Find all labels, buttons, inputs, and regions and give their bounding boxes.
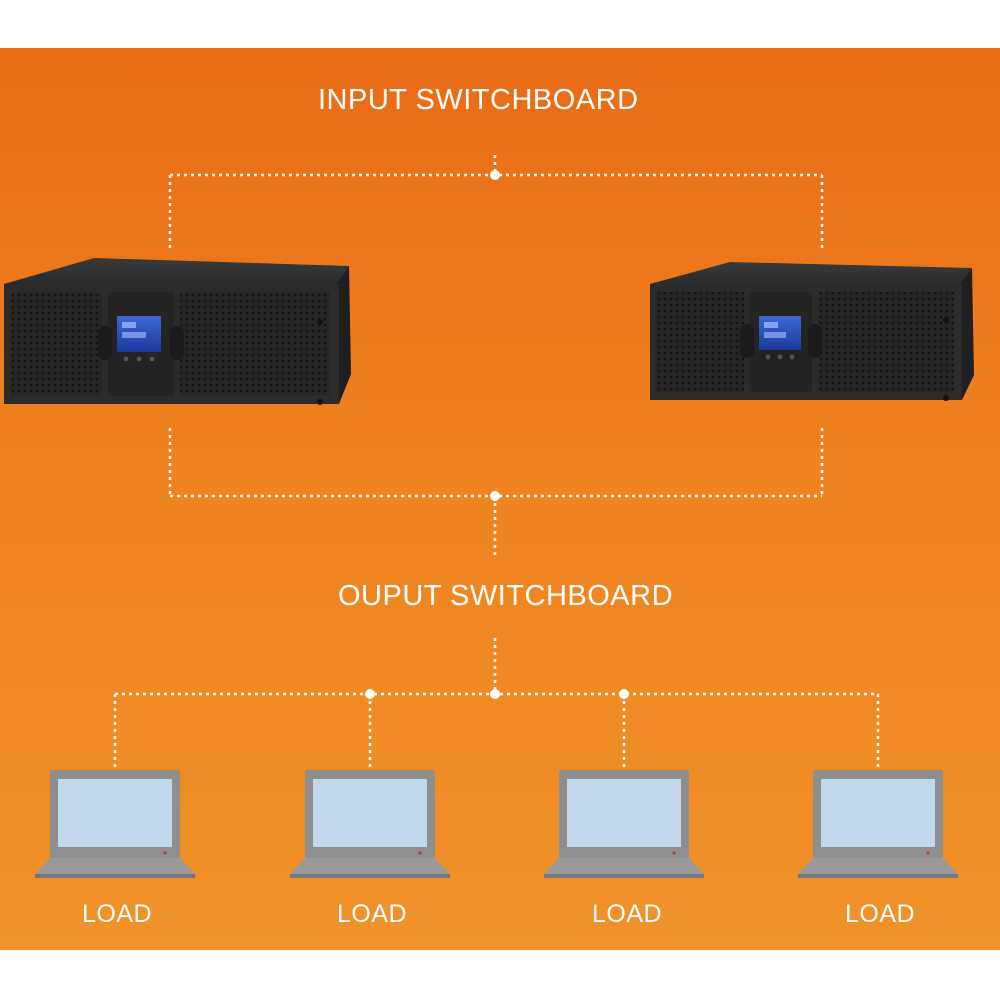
laptop-group bbox=[35, 770, 958, 878]
input-switchboard-label: INPUT SWITCHBOARD bbox=[318, 84, 639, 116]
output-switchboard-label: OUPUT SWITCHBOARD bbox=[338, 580, 674, 612]
junction-dots bbox=[365, 170, 629, 699]
junction-dot bbox=[490, 689, 500, 699]
laptop-icon bbox=[35, 770, 195, 878]
ups-unit-icon bbox=[650, 262, 974, 401]
junction-dot bbox=[365, 689, 375, 699]
laptop-icon bbox=[290, 770, 450, 878]
junction-dot bbox=[490, 170, 500, 180]
laptop-icon bbox=[544, 770, 704, 878]
junction-dot bbox=[490, 491, 500, 501]
load-label-4: LOAD bbox=[845, 900, 916, 928]
connector-lines bbox=[4, 155, 974, 878]
load-label-3: LOAD bbox=[592, 900, 663, 928]
junction-dot bbox=[619, 689, 629, 699]
ups-unit-icon bbox=[4, 258, 351, 405]
load-label-1: LOAD bbox=[82, 900, 153, 928]
laptop-icon bbox=[798, 770, 958, 878]
diagram-canvas: INPUT SWITCHBOARD OUPUT SWITCHBOARD LOAD… bbox=[0, 48, 1000, 950]
dotted-connectors bbox=[113, 155, 880, 768]
load-label-2: LOAD bbox=[337, 900, 408, 928]
